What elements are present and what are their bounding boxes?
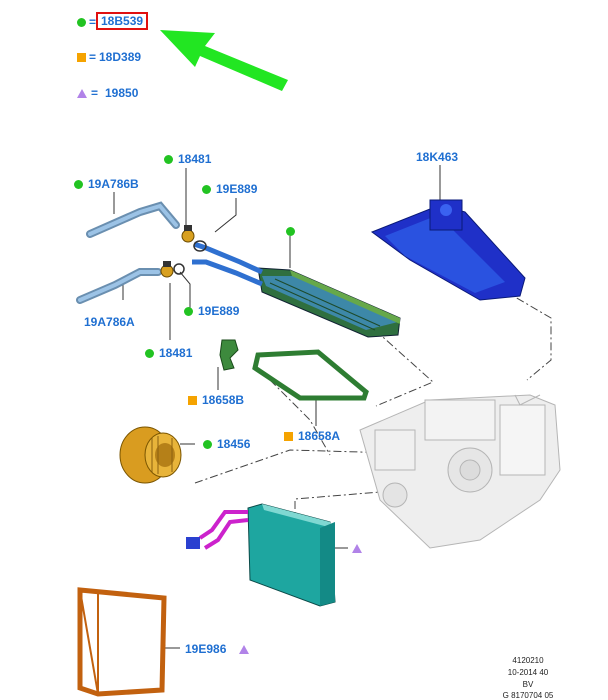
marker-18481-top: [164, 155, 173, 164]
label-18456: 18456: [217, 437, 251, 451]
label-18481-mid: 18481: [159, 346, 193, 360]
pointer-arrow: [160, 30, 288, 91]
legend-eq-2: =: [89, 50, 97, 64]
label-19a786a: 19A786A: [84, 315, 135, 329]
label-18481-top: 18481: [178, 152, 212, 166]
marker-evaporator: [352, 544, 362, 553]
legend-code-18b539: 18B539: [96, 12, 149, 30]
legend-orange-marker: [77, 53, 86, 62]
marker-18658a: [284, 432, 293, 441]
footer-ref-number: 4120210: [512, 656, 544, 665]
marker-19e889-mid: [184, 307, 193, 316]
bracket-18658b: [219, 339, 239, 371]
seal-frame-19e986: [77, 587, 167, 697]
label-19e889-mid: 19E889: [198, 304, 240, 318]
legend-code-18d389: 18D389: [99, 50, 142, 64]
label-19e889-top: 19E889: [216, 182, 258, 196]
marker-19e986: [239, 645, 249, 654]
marker-18456: [203, 440, 212, 449]
legend-purple-marker: [77, 89, 87, 98]
oring-19e889-top: [193, 240, 207, 252]
footer-code: BV: [522, 680, 534, 689]
legend-eq-1: =: [89, 15, 97, 29]
oring-19e889-mid: [173, 263, 185, 275]
marker-18481-mid: [145, 349, 154, 358]
legend-green-marker: [77, 18, 86, 27]
label-18658b: 18658B: [202, 393, 245, 407]
connection-lines: [194, 289, 552, 525]
label-18k463: 18K463: [416, 150, 459, 164]
heater-core: [192, 241, 401, 338]
legend-code-19850: 19850: [105, 86, 139, 100]
label-19a786b: 19A786B: [88, 177, 139, 191]
hvac-housing: [359, 394, 561, 549]
label-19e986: 19E986: [185, 642, 227, 656]
marker-19e889-top: [202, 185, 211, 194]
marker-heater-core: [286, 227, 295, 236]
blower-motor: [119, 426, 182, 484]
legend-eq-3: =: [91, 86, 99, 100]
clamp-18481-top: [181, 225, 195, 243]
blower-housing-frame: [370, 199, 526, 301]
label-18658a: 18658A: [298, 429, 341, 443]
marker-18658b: [188, 396, 197, 405]
footer-drawing-id: G 8170704 05: [502, 691, 554, 700]
frame-18658a: [252, 349, 369, 401]
footer-date: 10-2014 40: [507, 668, 549, 677]
marker-19a786b: [74, 180, 83, 189]
hose-19a786a: [76, 268, 162, 304]
evaporator-core: [186, 503, 336, 607]
clamp-18481-mid: [160, 261, 174, 278]
hose-19a786b: [86, 201, 180, 238]
